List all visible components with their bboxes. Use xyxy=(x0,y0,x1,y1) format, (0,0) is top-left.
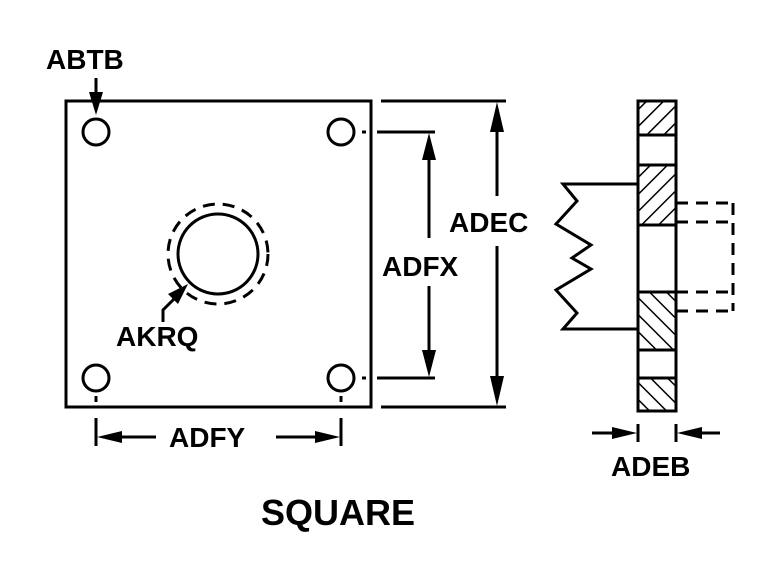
arrow-overall-down xyxy=(490,376,504,406)
bolt-hole-bottom-right xyxy=(326,363,356,393)
bolt-hole-bottom-left xyxy=(81,363,111,393)
label-thickness: ADEB xyxy=(611,451,690,482)
arrow-right xyxy=(612,427,637,439)
arrow-up xyxy=(422,133,436,160)
center-opening-hidden-circle xyxy=(166,202,270,306)
bore-opening xyxy=(636,223,678,294)
arrow-bolt-hole xyxy=(89,92,103,115)
arrow-left xyxy=(677,427,702,439)
label-bolt-spacing-horizontal: ADFY xyxy=(169,422,246,453)
section-hatch-top xyxy=(636,99,678,137)
bolt-hole-top-left xyxy=(81,117,111,147)
arrow-left xyxy=(97,431,122,443)
pipe-break-symbol xyxy=(553,182,638,331)
side-view: ADEB xyxy=(553,99,735,482)
arrow-center-opening xyxy=(168,284,188,304)
label-bolt-hole: ABTB xyxy=(46,44,124,75)
bolt-hole-gap-top xyxy=(636,133,678,167)
section-hatch-lower xyxy=(636,290,678,352)
arrow-overall-up xyxy=(490,102,504,132)
arrow-right xyxy=(315,431,340,443)
front-view: ABTB AKRQ ADFY ADFX ADEC xyxy=(46,44,528,453)
section-hatch-bottom xyxy=(636,376,678,413)
bolt-hole-gap-bottom xyxy=(636,348,678,380)
diagram-title: SQUARE xyxy=(261,492,415,533)
leader-center-opening xyxy=(161,296,177,322)
label-center-opening: AKRQ xyxy=(116,321,198,352)
bolt-hole-top-right xyxy=(326,117,356,147)
label-bolt-spacing-vertical: ADFX xyxy=(382,251,459,282)
label-overall-height: ADEC xyxy=(449,207,528,238)
center-opening xyxy=(176,212,260,296)
flange-plate-outline xyxy=(64,99,373,409)
section-hatch-upper xyxy=(636,163,678,227)
arrow-down xyxy=(422,350,436,377)
